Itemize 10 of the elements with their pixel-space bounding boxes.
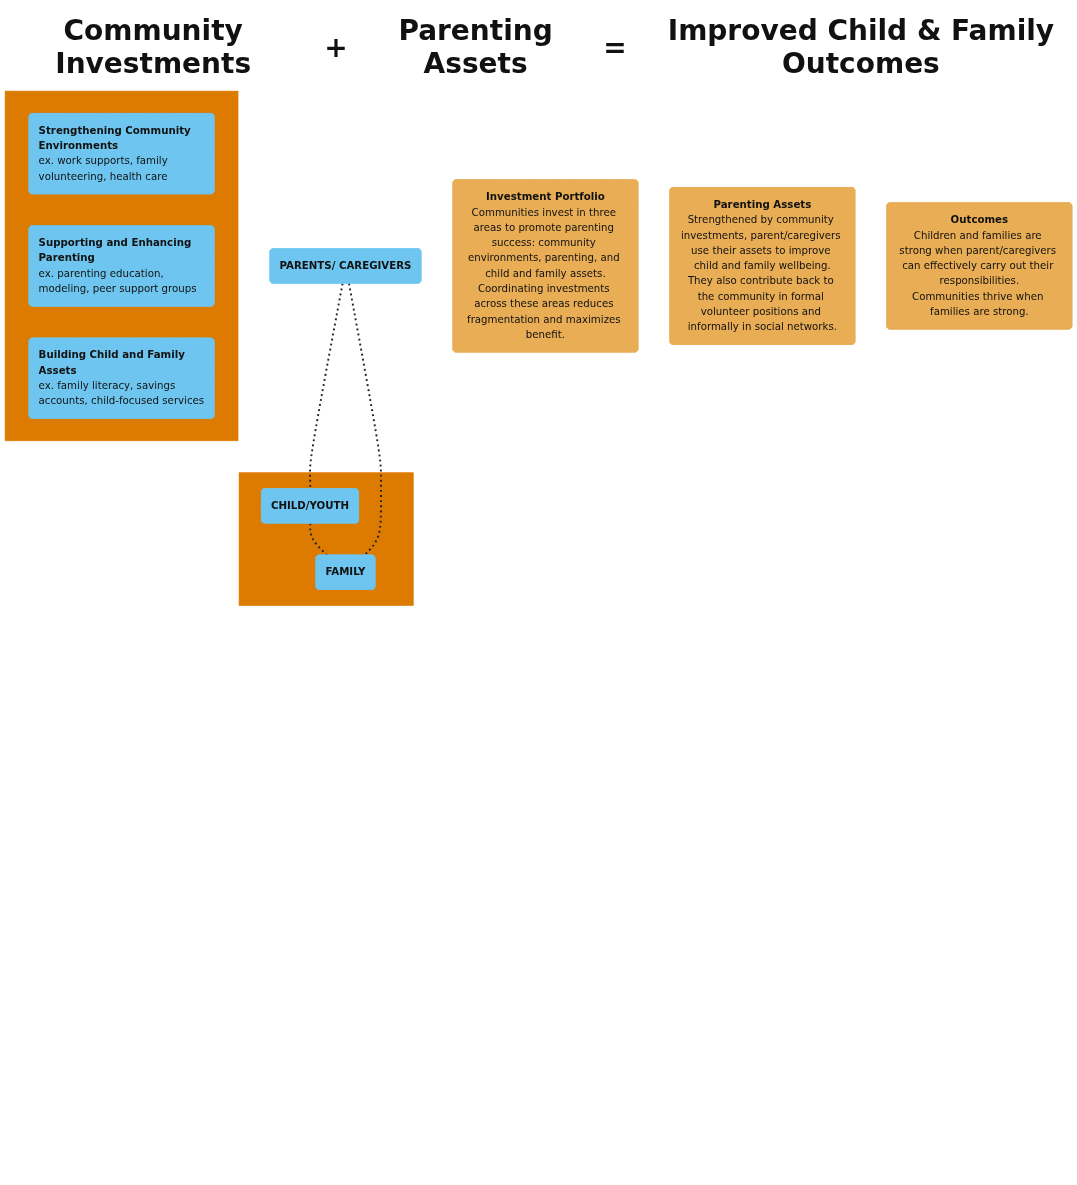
operator-sign: + <box>324 30 348 64</box>
cluster <box>4 90 239 442</box>
operator-sign: = <box>603 30 627 64</box>
connector <box>309 282 344 490</box>
heading-text: Improved Child & Family Outcomes <box>666 14 1056 80</box>
connector <box>348 282 382 557</box>
cluster <box>238 472 414 606</box>
heading-text: Community Investments <box>54 14 253 80</box>
heading-text: Parenting Assets <box>397 14 554 80</box>
connector <box>309 522 329 557</box>
